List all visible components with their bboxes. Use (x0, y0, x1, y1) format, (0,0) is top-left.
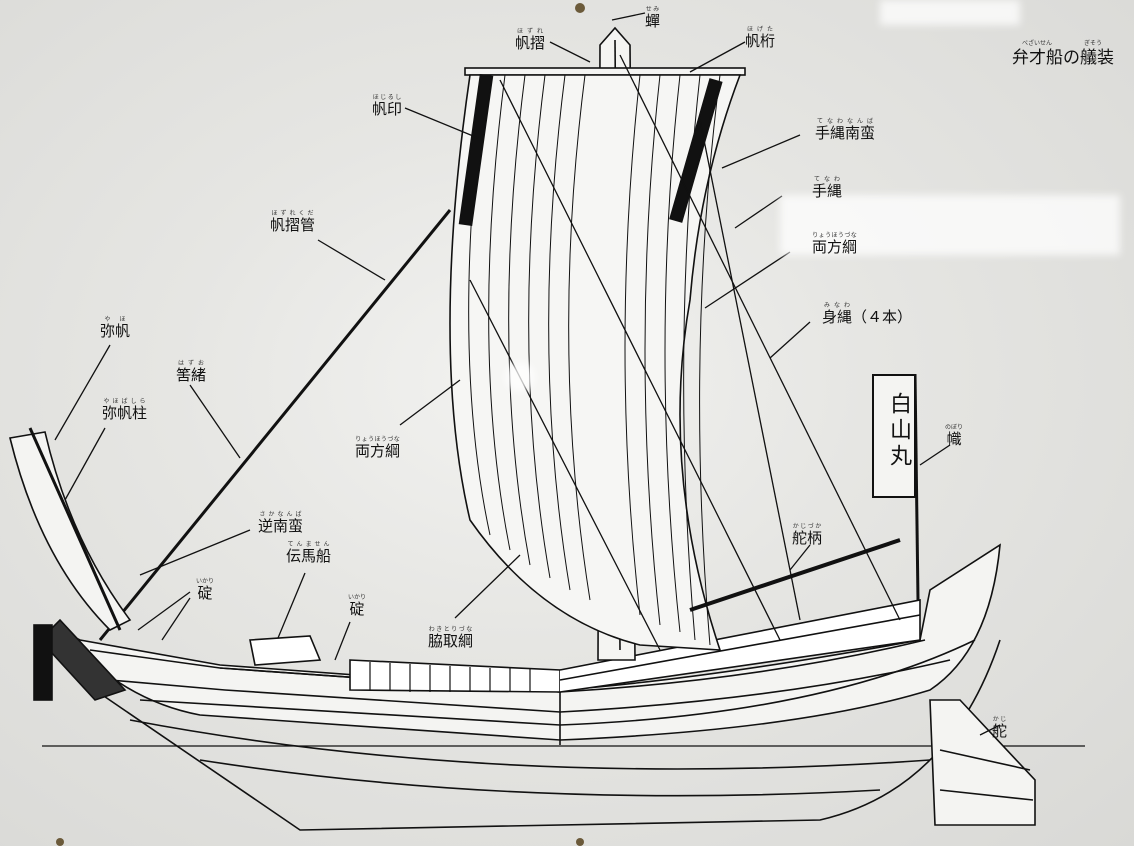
hull (59, 543, 1001, 741)
yard (464, 67, 746, 76)
banner-text: 白山丸 (886, 392, 911, 470)
title-reading-giso: ぎそう (1084, 40, 1103, 47)
sail-mark (458, 73, 494, 227)
label-ikari-1: 碇いかり (196, 578, 215, 602)
label-hozurekuda: 帆摺管ほずれくだ (270, 210, 316, 234)
label-kaji: 舵かじ (992, 716, 1008, 740)
label-hozure: 帆摺ほずれ (515, 28, 546, 52)
label-tenawananba: 手縄南蛮てなわなんば (815, 118, 876, 142)
label-minawa: 身縄みなわ（４本） (822, 302, 913, 326)
label-tenawa: 手縄てなわ (812, 176, 843, 200)
sail (449, 74, 742, 651)
label-yahobashira: 弥帆柱やほばしら (102, 398, 148, 422)
rudder (929, 699, 1036, 826)
label-nobori: 幟のぼり (945, 424, 964, 448)
glare (880, 0, 1020, 25)
label-sakananba: 逆南蛮さかなんば (258, 511, 304, 535)
bow (38, 618, 127, 701)
label-ryohozuna-right: 両方綱りょうほうづな (812, 232, 858, 256)
label-ryohozuna-left: 両方綱りょうほうづな (355, 436, 401, 460)
glare (780, 195, 1120, 255)
hull-keel (94, 639, 1001, 831)
yaho-sail (9, 431, 132, 631)
label-kajizuka: 舵柄かじづか (792, 523, 823, 547)
title-text: 弁才船の艤装 (1012, 48, 1114, 68)
nobori-banner: 白山丸 (872, 374, 916, 498)
label-yaho: 弥帆やほ (100, 316, 131, 340)
title-readings: べざいせん ぎそう (1012, 41, 1114, 49)
label-semi: 蟬せみ (645, 6, 661, 30)
pin (575, 3, 585, 13)
diagram-title: べざいせん ぎそう 弁才船の艤装 (1012, 41, 1114, 68)
label-hazuo: 筈緒はずお (176, 360, 207, 384)
tenmasen-boat (249, 635, 322, 666)
label-wakitorizuna: 脇取綱わきとりづな (428, 626, 474, 650)
glare (505, 362, 535, 392)
pin (576, 838, 584, 846)
title-reading-bezaisen: べざいせん (1022, 40, 1053, 47)
label-tenmasen: 伝馬船てんません (286, 541, 332, 565)
pin (56, 838, 64, 846)
label-hogeta: 帆桁ほげた (745, 26, 776, 50)
sail-mark (669, 78, 723, 223)
label-hojirushi: 帆印ほじるし (372, 94, 403, 118)
label-ikari-2: 碇いかり (348, 594, 367, 618)
